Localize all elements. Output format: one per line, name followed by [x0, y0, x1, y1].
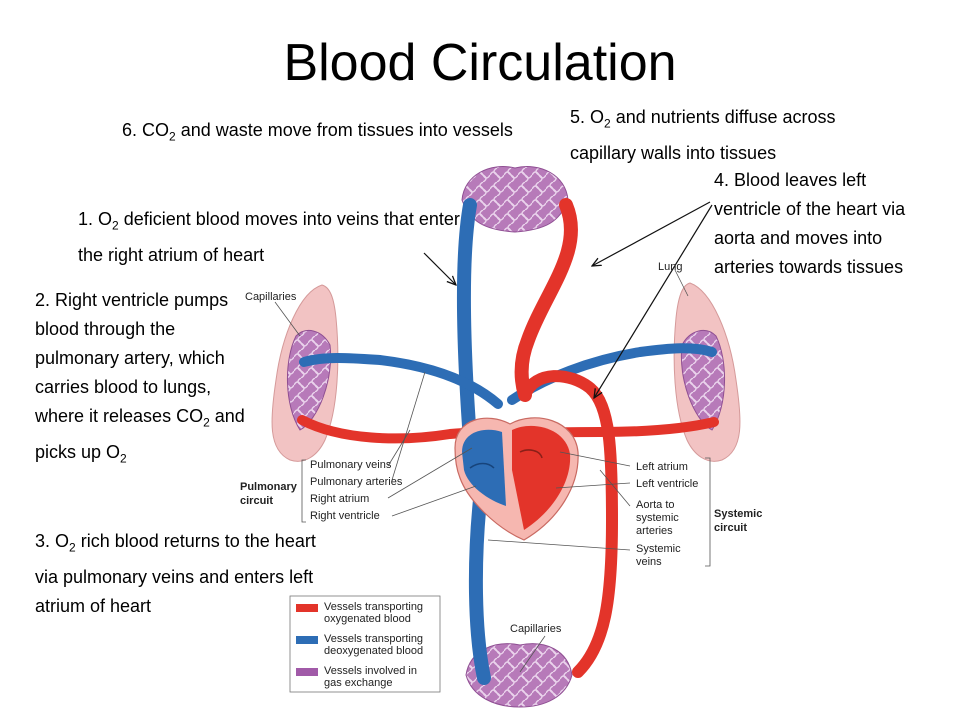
deoxygenated-vessels: [299, 198, 717, 685]
note-2-right-ventricle: 2. Right ventricle pumps blood through t…: [35, 290, 245, 466]
note-6-co2-waste: 6. CO2 and waste move from tissues into …: [122, 120, 513, 144]
pointer-arrows: [423, 201, 713, 398]
legend-exchange-line1: Vessels involved in: [324, 665, 417, 677]
heart: [454, 417, 579, 541]
pulmonary-circuit-label-2: circuit: [240, 495, 273, 507]
aorta-label-1: Aorta to: [636, 499, 675, 511]
legend: Vessels transporting oxygenated blood Ve…: [289, 595, 441, 693]
left-ventricle-label: Left ventricle: [636, 478, 698, 490]
legend-swatch-oxygenated: [296, 604, 318, 612]
lung-label: Lung: [658, 261, 682, 273]
legend-deoxygenated-line2: deoxygenated blood: [324, 645, 423, 657]
label-leaders: [274, 269, 711, 673]
legend-oxygenated-line1: Vessels transporting: [324, 601, 423, 613]
systemic-veins-label-1: Systemic: [636, 543, 681, 555]
upper-body-capillaries: [461, 166, 569, 233]
systemic-circuit-label: Systemic: [714, 508, 762, 520]
capillaries-bottom-label: Capillaries: [510, 623, 562, 635]
legend-exchange-line2: gas exchange: [324, 677, 393, 689]
legend-deoxygenated-line1: Vessels transporting: [324, 633, 423, 645]
systemic-circuit-label-2: circuit: [714, 522, 747, 534]
pulmonary-arteries-label: Pulmonary arteries: [310, 476, 403, 488]
aorta-label-2: systemic: [636, 512, 679, 524]
pulmonary-circuit-label: Pulmonary: [240, 481, 298, 493]
systemic-veins-label-2: veins: [636, 556, 662, 568]
legend-swatch-exchange: [296, 668, 318, 676]
right-atrium-label: Right atrium: [310, 493, 369, 505]
note-4-blood-leaves: 4. Blood leaves left ventricle of the he…: [714, 170, 906, 277]
aorta-label-3: arteries: [636, 525, 673, 537]
legend-oxygenated-line2: oxygenated blood: [324, 613, 411, 625]
pulmonary-veins-label: Pulmonary veins: [310, 459, 392, 471]
legend-swatch-deoxygenated: [296, 636, 318, 644]
note-3-o2-rich-blood: 3. O2 rich blood returns to the heart vi…: [35, 531, 316, 616]
note-1-deficient-blood: 1. O2 deficient blood moves into veins t…: [78, 209, 460, 265]
right-ventricle-label: Right ventricle: [310, 510, 380, 522]
note-5-o2-nutrients: 5. O2 and nutrients diffuse across capil…: [570, 107, 836, 163]
lower-body-capillaries: [465, 643, 573, 708]
left-atrium-label: Left atrium: [636, 461, 688, 473]
capillaries-top-label: Capillaries: [245, 291, 297, 303]
page-title: Blood Circulation: [283, 34, 677, 92]
